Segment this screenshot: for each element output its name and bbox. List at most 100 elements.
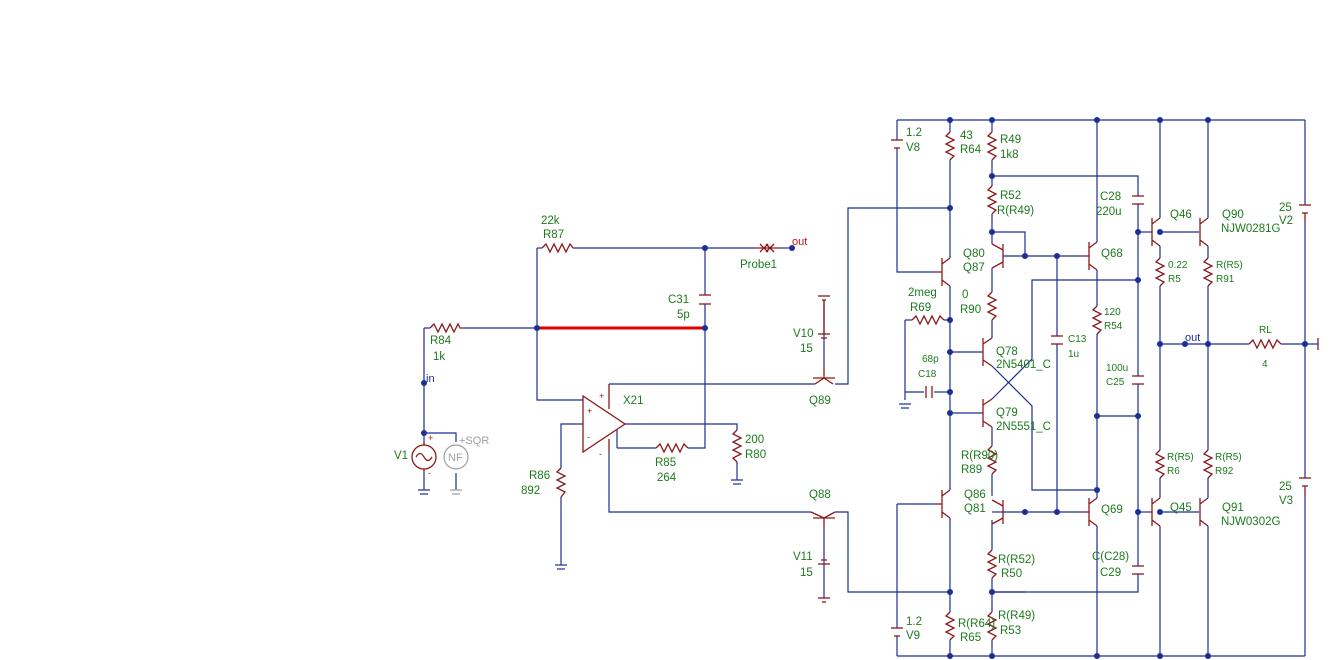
resistor-r84[interactable] — [429, 322, 464, 334]
label-c13-name: C13 — [1068, 334, 1087, 345]
label-r85-value: 264 — [657, 472, 677, 484]
label-r69-value: 2meg — [908, 287, 937, 299]
label-r52-value: R(R49) — [997, 205, 1034, 217]
driver-stage — [810, 207, 950, 603]
label-q46: Q46 — [1170, 209, 1192, 221]
resistor-r91[interactable] — [1202, 257, 1214, 287]
resistor-r87[interactable] — [541, 242, 574, 254]
label-r80-name: R80 — [745, 449, 766, 461]
transistor-q69[interactable] — [1082, 497, 1098, 527]
label-c28-name: C28 — [1100, 191, 1121, 203]
resistor-r54[interactable] — [1091, 305, 1103, 335]
transistor-q78[interactable] — [982, 337, 993, 367]
capacitor-c13[interactable] — [1051, 335, 1063, 345]
label-r69-name: R69 — [910, 302, 931, 314]
resistor-r65[interactable] — [944, 611, 956, 641]
label-c18-value: 68p — [922, 354, 939, 365]
label-c25-name: C25 — [1106, 377, 1125, 388]
ground-symbols-input — [418, 479, 743, 570]
label-r50-value: R(R52) — [998, 554, 1035, 566]
voltage-source-v1[interactable]: + - — [411, 433, 437, 478]
transistor-q86[interactable] — [935, 489, 951, 519]
label-r90-name: R90 — [960, 304, 981, 316]
transistor-q87[interactable] — [991, 243, 1004, 269]
opamp-vminus-pin: - — [599, 449, 602, 459]
label-q86: Q86 — [964, 489, 986, 501]
label-r89-value: R(R90) — [961, 450, 998, 462]
transistor-q80[interactable] — [935, 257, 951, 287]
capacitor-c28[interactable] — [1132, 195, 1144, 205]
transistor-q46[interactable] — [1151, 217, 1161, 247]
resistor-r64[interactable] — [944, 131, 956, 161]
transistor-q88[interactable] — [810, 511, 836, 528]
capacitor-c25[interactable] — [1132, 375, 1144, 385]
resistor-r80[interactable] — [731, 429, 743, 463]
transistor-q81[interactable] — [991, 499, 1004, 525]
label-r90-value: 0 — [962, 289, 968, 301]
label-c31-value: 5p — [677, 309, 690, 321]
label-r5-name: R5 — [1168, 274, 1181, 285]
opamp-x21[interactable]: + - + - — [582, 384, 627, 459]
label-q80: Q80 — [963, 248, 985, 260]
resistor-r85[interactable] — [655, 442, 689, 454]
opamp-vplus-pin: + — [599, 391, 604, 401]
label-x21: X21 — [623, 395, 643, 407]
voltage-source-v9[interactable] — [891, 627, 903, 637]
voltage-source-v10[interactable] — [818, 295, 830, 339]
transistor-q45[interactable] — [1151, 497, 1161, 527]
label-r87-name: R87 — [543, 229, 564, 241]
resistor-r89[interactable] — [986, 445, 998, 475]
label-q78-name: Q78 — [996, 346, 1018, 358]
transistor-q68[interactable] — [1082, 241, 1098, 271]
resistor-rl[interactable] — [1248, 338, 1282, 350]
transistor-q79[interactable] — [982, 398, 993, 428]
resistor-r86[interactable] — [555, 467, 567, 498]
junctions-input — [421, 245, 708, 436]
label-q90-value: NJW0281G — [1221, 223, 1280, 235]
label-q89: Q89 — [809, 395, 831, 407]
voltage-source-v2[interactable] — [1299, 204, 1311, 222]
label-r53-name: R53 — [1000, 625, 1021, 637]
resistor-r69[interactable] — [911, 314, 945, 326]
transistor-q89[interactable] — [813, 368, 835, 385]
label-v3-value: 25 — [1279, 481, 1292, 493]
label-v10-value: 15 — [800, 343, 813, 355]
label-r92-value: R(R5) — [1215, 452, 1242, 463]
label-r5-value: 0.22 — [1168, 260, 1188, 271]
label-r54-value: 120 — [1104, 307, 1121, 318]
resistor-r52[interactable] — [986, 185, 998, 215]
nf-label: NF — [448, 452, 463, 464]
voltage-source-v3[interactable] — [1299, 477, 1311, 496]
label-q88: Q88 — [809, 489, 831, 501]
capacitor-c31[interactable] — [699, 294, 711, 305]
voltage-source-v8[interactable] — [891, 139, 903, 149]
output-stage — [891, 117, 1319, 659]
opamp-plus-pin: + — [587, 406, 592, 416]
label-rl-value: 4 — [1262, 359, 1268, 370]
resistor-r50[interactable] — [986, 549, 998, 579]
probe-probe1[interactable] — [754, 243, 795, 253]
capacitor-c29[interactable] — [1132, 565, 1144, 575]
capacitor-c18[interactable] — [925, 386, 933, 398]
voltage-source-v11[interactable] — [818, 559, 830, 603]
resistor-r5[interactable] — [1154, 257, 1166, 287]
label-c13-value: 1u — [1068, 349, 1079, 360]
transistor-q90[interactable] — [1199, 217, 1209, 247]
label-r80-value: 200 — [745, 434, 764, 446]
label-r6-name: R6 — [1167, 466, 1180, 477]
label-r84-value: 1k — [433, 351, 445, 363]
signal-source-nf[interactable]: NF — [443, 444, 469, 470]
label-q79-name: Q79 — [996, 407, 1018, 419]
label-probe-out: out — [792, 236, 807, 248]
resistor-r53[interactable] — [986, 611, 998, 641]
resistor-r92[interactable] — [1202, 449, 1214, 479]
label-v8-name: V8 — [906, 142, 920, 154]
resistor-r90[interactable] — [986, 291, 998, 321]
label-r65-name: R65 — [960, 632, 981, 644]
resistor-r6[interactable] — [1154, 449, 1166, 479]
opamp-minus-pin: - — [587, 432, 590, 442]
label-r91-name: R91 — [1216, 274, 1235, 285]
resistor-r49[interactable] — [986, 131, 998, 161]
transistor-q91[interactable] — [1199, 497, 1209, 527]
